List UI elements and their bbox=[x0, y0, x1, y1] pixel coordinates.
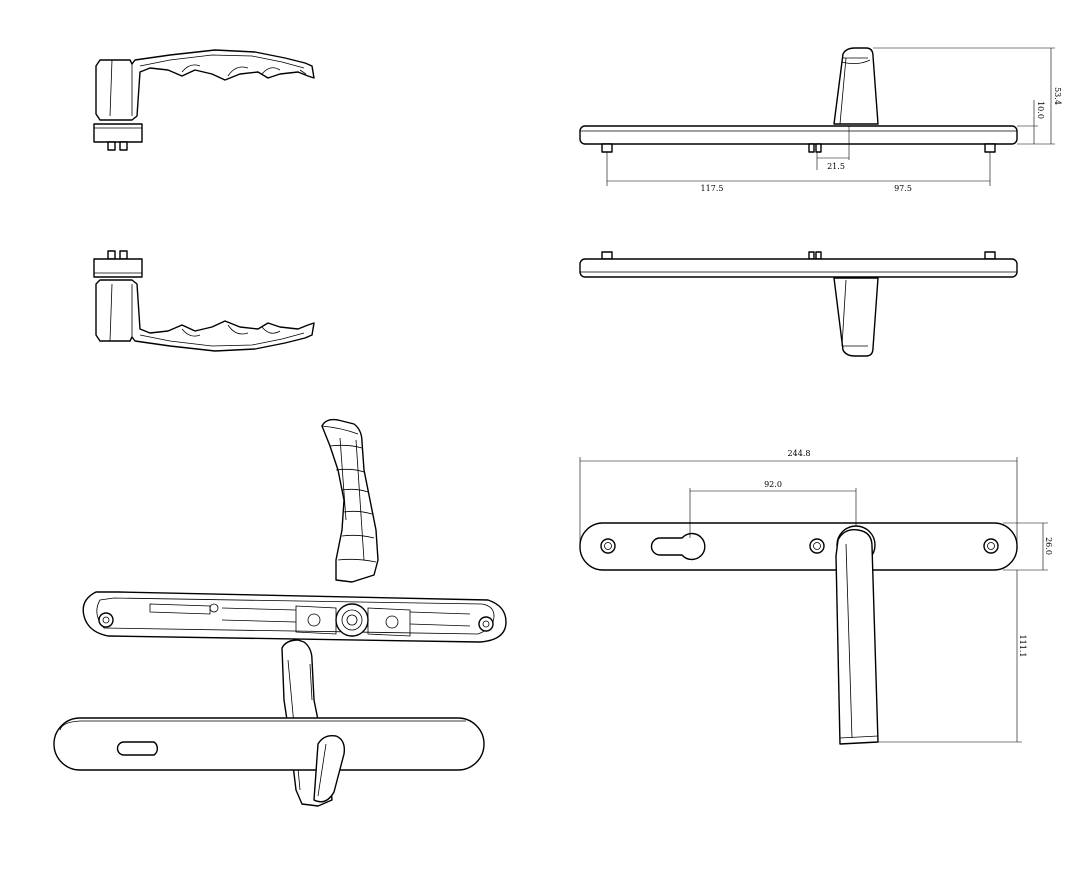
lever-side-view-bottom bbox=[93, 250, 315, 352]
dim-backplate-width: 26.0 bbox=[1044, 537, 1053, 555]
dim-spindle-to-right-screw: 97.5 bbox=[894, 184, 912, 193]
dim-overall-length: 244.8 bbox=[788, 449, 811, 458]
plan-view bbox=[579, 522, 1018, 745]
dim-spindle-offset: 21.5 bbox=[827, 162, 845, 171]
lever-side-view-top bbox=[93, 49, 315, 151]
dim-handle-height: 53.4 bbox=[1053, 87, 1062, 105]
isometric-view bbox=[53, 418, 507, 807]
dimensions-plan-view: 244.8 92.0 26.0 111.1 bbox=[579, 449, 1053, 743]
dimensions-front-elevation: 53.4 10.0 21.5 117.5 97.5 bbox=[606, 47, 1062, 193]
front-elevation-handle-down bbox=[579, 251, 1018, 357]
dim-lever-length: 111.1 bbox=[1018, 635, 1027, 658]
dim-left-screw-to-spindle: 117.5 bbox=[701, 184, 724, 193]
dim-rose-thickness: 10.0 bbox=[1036, 101, 1045, 119]
dim-keyhole-to-spindle: 92.0 bbox=[764, 480, 782, 489]
front-elevation-handle-up bbox=[579, 47, 1018, 153]
